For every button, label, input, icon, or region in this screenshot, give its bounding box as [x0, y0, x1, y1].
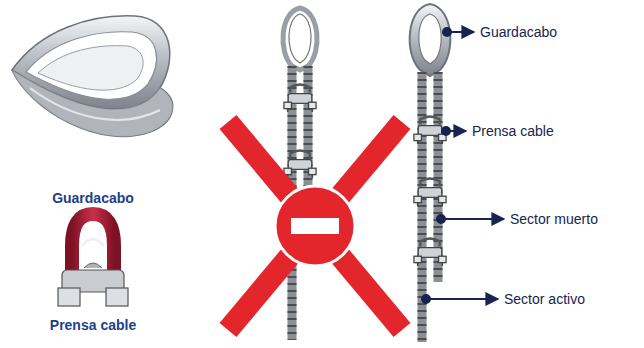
- wrong-rope: [283, 8, 317, 340]
- callout-label: Sector muerto: [510, 211, 598, 227]
- part-name: Guardacabo: [52, 190, 134, 206]
- callout-label: Sector activo: [504, 291, 585, 307]
- part-name: Prensa cable: [50, 317, 136, 333]
- wrong-mark: [228, 122, 402, 330]
- clip-picture: [58, 214, 128, 306]
- correct-rope: [410, 4, 451, 342]
- callout-label: Prensa cable: [472, 123, 554, 139]
- callout-label: Guardacabo: [480, 24, 557, 40]
- thimble-picture: [12, 16, 173, 137]
- leader-lines: [422, 28, 504, 303]
